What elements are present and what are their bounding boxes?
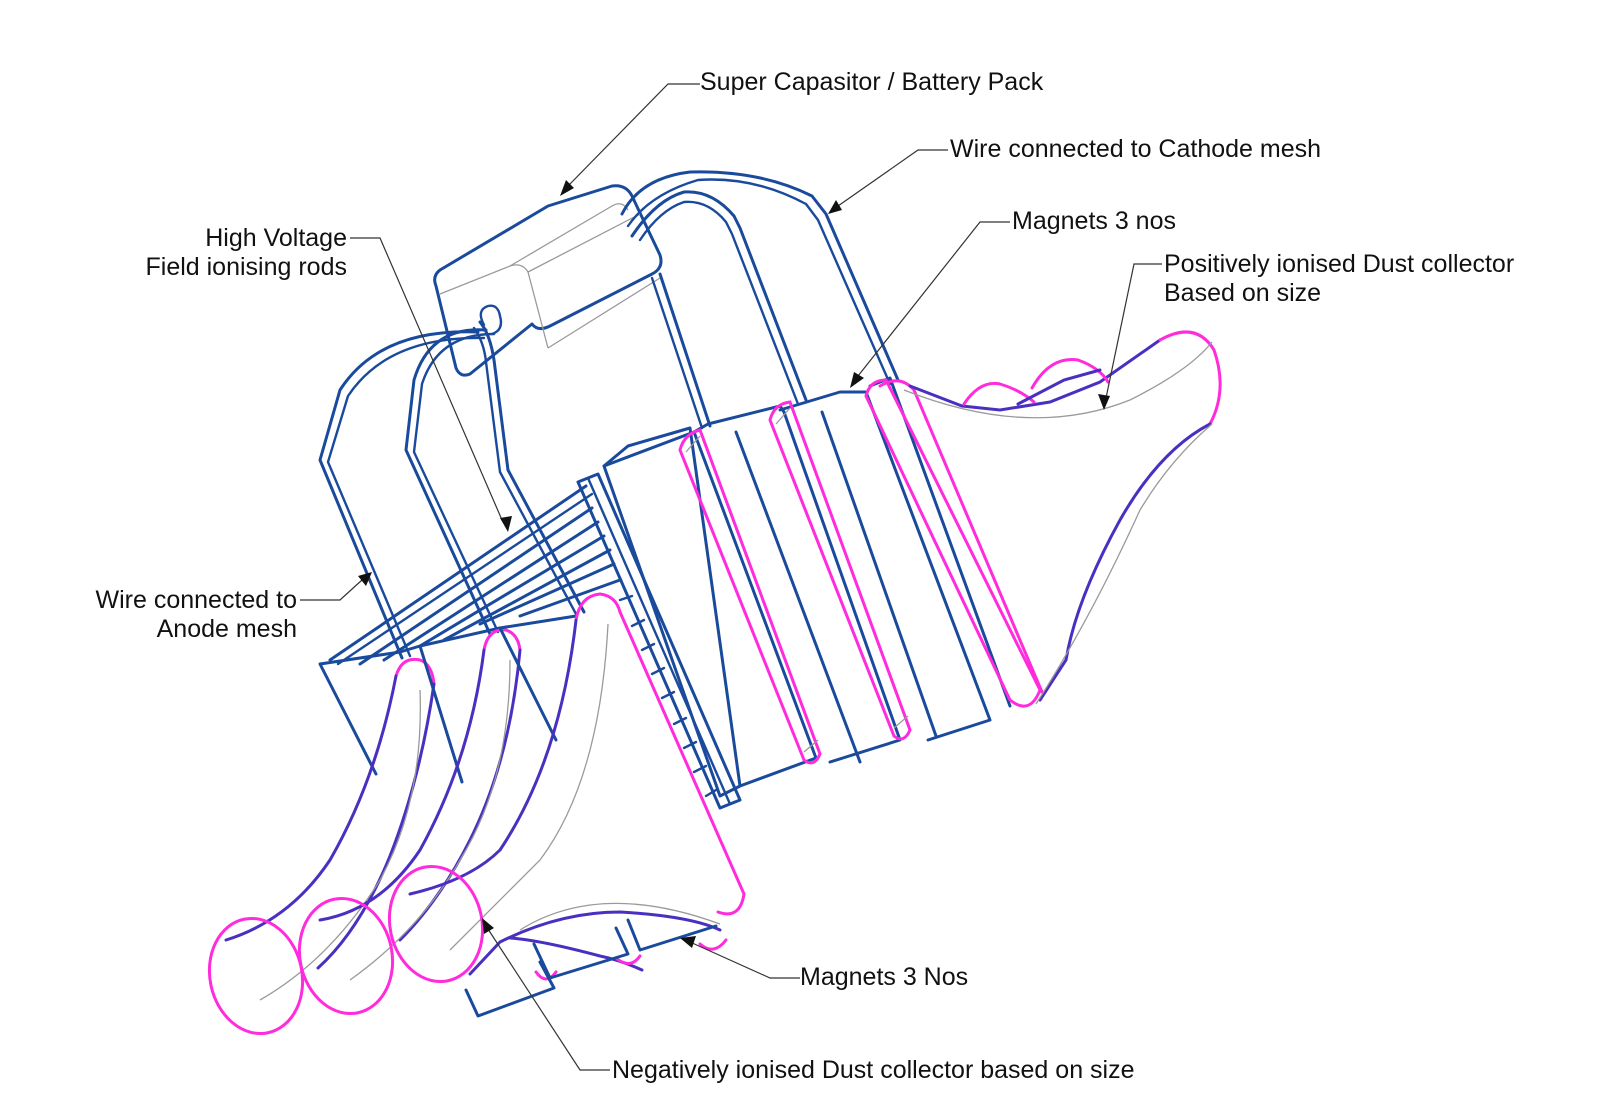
- leader-positive-collector: [1098, 263, 1162, 410]
- label-negative-collector: Negatively ionised Dust collector based …: [612, 1056, 1135, 1084]
- battery-pack: [433, 184, 663, 377]
- magnet-edges: [678, 378, 1044, 765]
- leader-magnets-bottom: [680, 936, 800, 979]
- label-anode-wire-line2: Anode mesh: [156, 615, 297, 643]
- label-positive-collector: Positively ionised Dust collector Based …: [1164, 250, 1514, 308]
- magnet-stack: [602, 376, 1012, 798]
- label-hv-rods: High Voltage Field ionising rods: [100, 224, 348, 282]
- anode-wires: [318, 320, 586, 660]
- label-anode-wire-line1: Wire connected to: [95, 586, 298, 614]
- label-anode-wire: Wire connected to Anode mesh: [60, 586, 298, 644]
- label-positive-collector-line1: Positively ionised Dust collector: [1164, 250, 1515, 278]
- label-magnets-top: Magnets 3 nos: [1012, 207, 1176, 235]
- negative-dust-collector: [207, 592, 746, 1036]
- leader-hv-rods: [350, 237, 512, 532]
- label-hv-rods-line2: Field ionising rods: [145, 253, 348, 281]
- leader-battery-pack: [560, 83, 700, 196]
- leader-magnets-top: [850, 221, 1010, 388]
- positive-dust-collector: [903, 330, 1222, 705]
- ionising-rods: [328, 472, 742, 810]
- leader-cathode-wire: [828, 149, 948, 214]
- label-battery-pack: Super Capasitor / Battery Pack: [700, 68, 1044, 96]
- cathode-wires: [620, 170, 900, 430]
- label-magnets-bottom: Magnets 3 Nos: [800, 963, 969, 991]
- label-positive-collector-line2: Based on size: [1164, 279, 1322, 307]
- label-cathode-wire: Wire connected to Cathode mesh: [950, 135, 1322, 163]
- label-hv-rods-line1: High Voltage: [205, 224, 347, 252]
- leader-negative-collector: [482, 918, 610, 1071]
- leader-anode-wire: [300, 572, 372, 601]
